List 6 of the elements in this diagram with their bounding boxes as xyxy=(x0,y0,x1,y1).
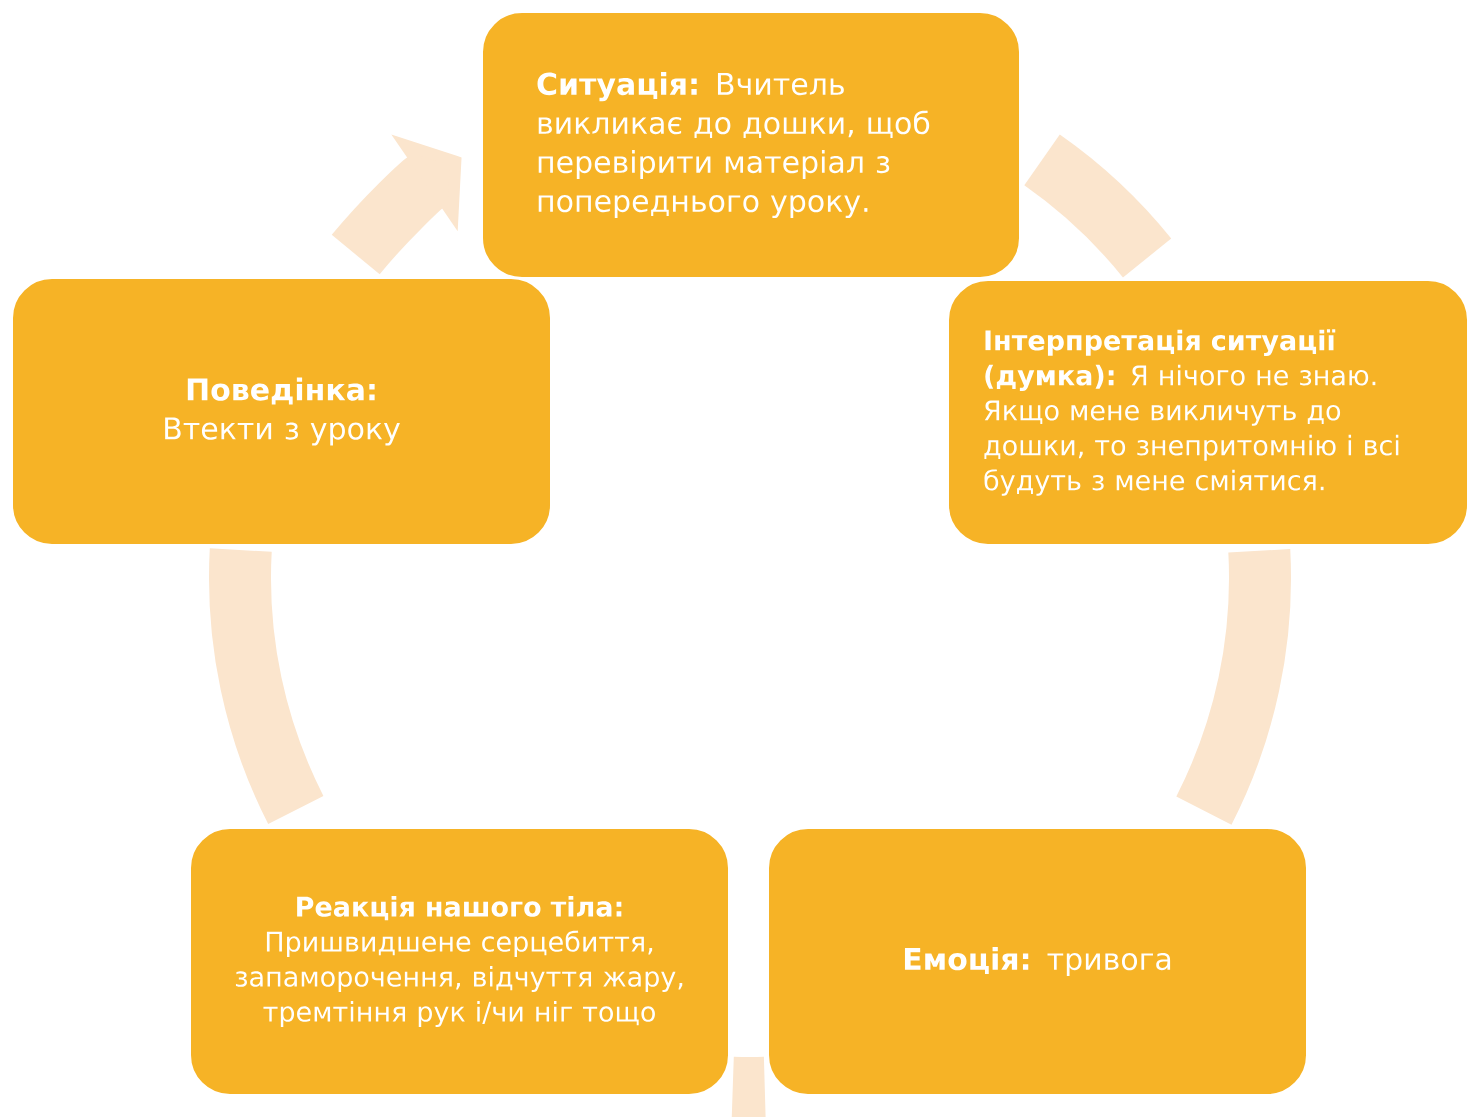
process-box: Реакція нашого тіла: Пришвидшене серцебиття, запаморочення, відчуття жару, тремтіння рук і/чи ніг тощо xyxy=(189,827,730,1096)
process-box: Ситуація: Вчитель викликає до дошки, щоб перевірити матеріал з попереднього уроку. xyxy=(481,11,1021,279)
process-box: Інтерпретація ситуації (думка): Я нічого не знаю. Якщо мене викличуть до дошки, то знепритомнію і всі будуть з мене сміятися. xyxy=(947,279,1469,546)
process-box: Емоція: тривога xyxy=(767,827,1308,1096)
process-box: Поведінка: Втекти з уроку xyxy=(11,277,552,546)
arrow xyxy=(331,134,462,275)
